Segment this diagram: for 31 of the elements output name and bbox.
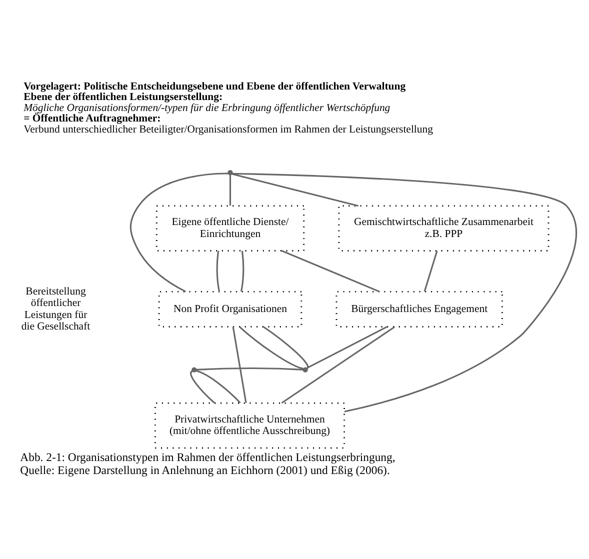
connector [424,250,438,292]
node-box: Privatwirtschaftliche Unternehmen (mit/ohne öffentliche Ausschreibung) [154,402,346,449]
connector [232,326,247,403]
connector [196,370,241,404]
node-point [302,367,308,372]
connector [232,172,577,412]
label: Verbund unterschiedlicher Beteiligter/Organisationsformen im Rahmen der Leistungserstellung [24,123,433,136]
label: = Öffentliche Auftragnehmer: [24,112,161,125]
connector [232,173,358,207]
node-point [228,170,233,176]
connector [196,367,304,370]
label: Vorgelagert: Politische Entscheidungsebene und Ebene der öffentlichen Verwaltung [24,80,406,92]
connector [281,326,396,404]
caption: Abb. 2-1: Organisationstypen im Rahmen der öffentlichen Leistungserbringung, Quelle: Eigene Darstellung in Anlehnung an Eichhorn (2001) und Eßig (2006). [20,451,396,477]
node-box: Gemischtwirtschaftliche Zusammenarbeit z.B. PPP [338,205,550,252]
node-box: Eigene öffentliche Dienste/ Einrichtungen [156,205,305,252]
connector [263,326,309,369]
node-box: Bürgerschaftliches Engagement [336,290,503,328]
label: Mögliche Organisationsformen/-typen für die Erbringung öffentlicher Wertschöpfung [24,102,390,114]
connector [216,250,220,292]
label: Ebene der öffentlichen Leistungserstellung: [24,91,223,104]
connector [306,326,388,369]
connector [281,250,380,292]
node-box: Non Profit Organisationen [158,290,302,328]
node-point [192,367,197,372]
connector [229,174,232,206]
label: Bereitstellung öffentlicher Leistungen für die Gesellschaft [21,285,90,333]
connector [240,250,244,292]
connector [130,172,228,292]
connector [239,326,304,370]
connector [190,370,215,404]
